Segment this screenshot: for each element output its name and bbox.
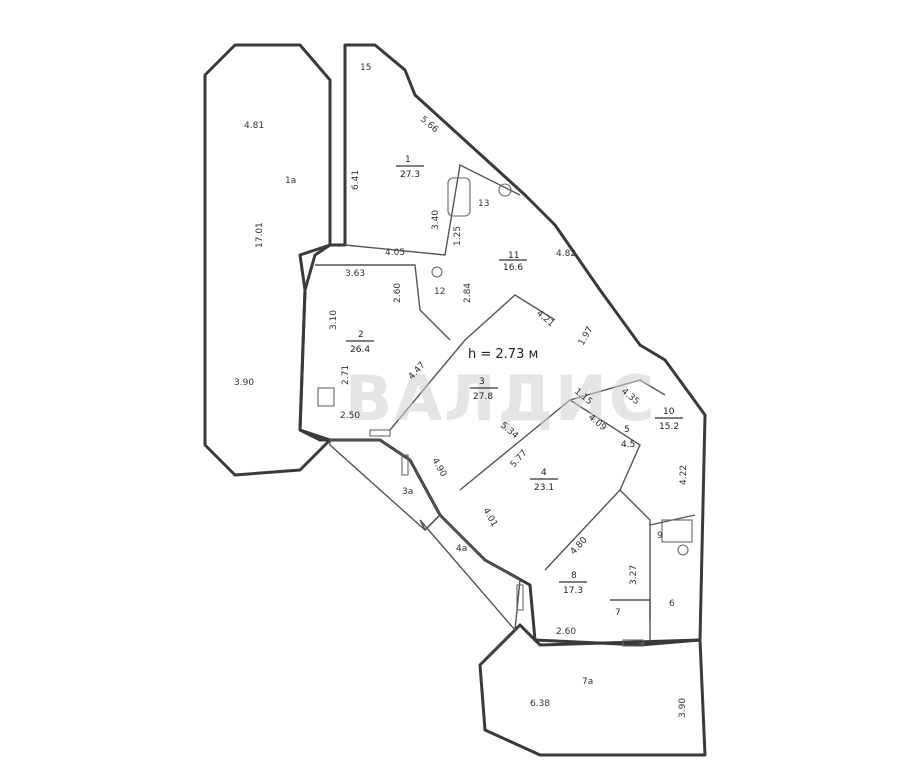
label-4-81: 4.81 bbox=[244, 121, 264, 131]
shower bbox=[661, 519, 693, 543]
label-15: 15 bbox=[360, 63, 371, 73]
loggia-4a bbox=[419, 514, 521, 632]
room-10-number: 10 bbox=[663, 407, 675, 417]
room-2-number: 2 bbox=[358, 330, 364, 340]
bathtub bbox=[447, 177, 471, 217]
label-4-01: 4.01 bbox=[480, 507, 499, 529]
room-8-number: 8 bbox=[571, 571, 577, 581]
label-2-71: 2.71 bbox=[341, 365, 351, 385]
wall-5 bbox=[544, 488, 651, 620]
sink bbox=[431, 266, 443, 278]
room-10-area: 15.2 bbox=[659, 422, 679, 432]
label-1-97: 1.97 bbox=[577, 325, 596, 347]
radiator-3 bbox=[516, 584, 524, 611]
radiator-4 bbox=[622, 639, 644, 647]
label-5-77: 5.77 bbox=[509, 448, 530, 470]
room-1-area: 27.3 bbox=[400, 170, 420, 180]
label-4a: 4а bbox=[456, 544, 467, 554]
wall-4 bbox=[459, 399, 641, 491]
label-4-21: 4.21 bbox=[534, 309, 556, 330]
label-3-63: 3.63 bbox=[345, 269, 365, 279]
stove bbox=[317, 387, 335, 407]
toilet-2 bbox=[677, 544, 689, 556]
room-3-number: 3 bbox=[479, 377, 485, 387]
balcony-1a bbox=[203, 43, 332, 477]
label-1a: 1а bbox=[285, 176, 296, 186]
wall-2 bbox=[315, 264, 451, 341]
label-3-90-bottom: 3.90 bbox=[678, 698, 688, 718]
label-2-50: 2.50 bbox=[340, 411, 360, 421]
wall-1 bbox=[344, 163, 521, 256]
room-1-number: 1 bbox=[405, 155, 411, 165]
ceiling-height: h = 2.73 м bbox=[468, 347, 538, 362]
label-9: 9 bbox=[657, 531, 663, 541]
room-4-number: 4 bbox=[541, 468, 547, 478]
label-4-22: 4.22 bbox=[679, 465, 689, 485]
label-4-82: 4.82 bbox=[556, 249, 576, 259]
room-3-area: 27.8 bbox=[473, 392, 493, 402]
label-1-25: 1.25 bbox=[453, 226, 463, 246]
wall-8 bbox=[610, 599, 651, 640]
wall-3 bbox=[389, 294, 556, 431]
label-7a: 7а bbox=[582, 677, 593, 687]
label-6-38: 6.38 bbox=[530, 699, 550, 709]
room-5-number: 5 bbox=[624, 425, 630, 435]
label-4-90: 4.90 bbox=[429, 457, 448, 480]
room-11-area: 16.6 bbox=[503, 263, 523, 273]
label-6-41: 6.41 bbox=[351, 170, 361, 190]
radiator-1 bbox=[369, 429, 391, 437]
room-8-area: 17.3 bbox=[563, 586, 583, 596]
room-4-area: 23.1 bbox=[534, 483, 554, 493]
watermark: ВАЛДИС bbox=[345, 362, 656, 435]
label-3-90-left: 3.90 bbox=[234, 378, 254, 388]
balcony-7a bbox=[478, 623, 707, 757]
radiator-2 bbox=[401, 454, 409, 476]
label-3-40: 3.40 bbox=[431, 210, 441, 230]
label-3a: 3а bbox=[402, 487, 413, 497]
wall-6 bbox=[569, 379, 666, 401]
label-13: 13 bbox=[478, 199, 489, 209]
label-6: 6 bbox=[669, 599, 675, 609]
label-4-80: 4.80 bbox=[569, 535, 590, 557]
toilet bbox=[498, 183, 512, 197]
label-3-10: 3.10 bbox=[329, 310, 339, 330]
label-3-27: 3.27 bbox=[629, 565, 639, 585]
label-4-05: 4.05 bbox=[385, 248, 405, 258]
room-5-area: 4.5 bbox=[621, 440, 635, 450]
label-7: 7 bbox=[615, 608, 621, 618]
room-11-number: 11 bbox=[508, 251, 519, 261]
label-2-60-bottom: 2.60 bbox=[556, 627, 576, 637]
loggia-3a bbox=[329, 439, 441, 531]
label-5-66: 5.66 bbox=[418, 115, 440, 136]
label-17-01: 17.01 bbox=[255, 222, 265, 248]
room-2-area: 26.4 bbox=[350, 345, 370, 355]
label-2-60: 2.60 bbox=[393, 283, 403, 303]
label-2-84: 2.84 bbox=[463, 283, 473, 303]
label-12: 12 bbox=[434, 287, 445, 297]
